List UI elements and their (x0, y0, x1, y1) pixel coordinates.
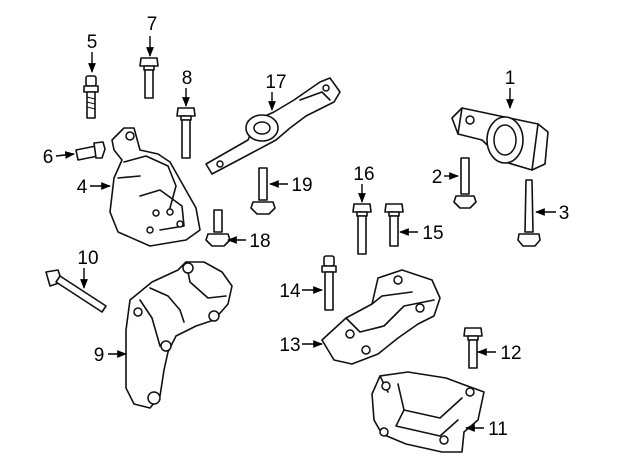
part-19-flange-bolt[interactable] (250, 167, 276, 215)
callout-13: 13 (279, 335, 300, 356)
part-1-bracket-mount[interactable] (451, 107, 549, 171)
callout-2: 2 (432, 167, 443, 188)
part-3-long-bolt[interactable] (517, 179, 541, 247)
part-11-transmission-mount[interactable] (371, 371, 485, 453)
part-8-bolt[interactable] (176, 107, 196, 159)
part-6-short-bolt[interactable] (75, 141, 106, 161)
callout-15: 15 (422, 223, 443, 244)
callout-6: 6 (43, 147, 54, 168)
part-5-stud[interactable] (83, 75, 99, 119)
callout-8: 8 (182, 68, 193, 89)
callout-labels: 1 2 3 4 5 6 7 8 9 10 11 12 13 14 15 16 1… (43, 14, 570, 440)
part-2-flange-bolt[interactable] (453, 157, 477, 209)
part-15-bolt[interactable] (384, 203, 404, 247)
part-16-bolt[interactable] (352, 203, 372, 255)
callout-18: 18 (249, 231, 270, 252)
leader-lines (55, 36, 556, 432)
callout-5: 5 (87, 32, 98, 53)
callout-4: 4 (77, 177, 88, 198)
part-4-engine-mount[interactable] (109, 127, 201, 247)
part-9-mount-bracket[interactable] (125, 261, 233, 409)
callout-10: 10 (77, 248, 98, 269)
part-7-bolt[interactable] (139, 57, 159, 99)
callout-17: 17 (265, 72, 286, 93)
callout-9: 9 (94, 345, 105, 366)
callout-19: 19 (291, 175, 312, 196)
callout-1: 1 (505, 68, 516, 89)
callout-11: 11 (488, 419, 508, 440)
part-13-support-bracket[interactable] (321, 269, 441, 365)
part-10-long-bolt[interactable] (45, 269, 107, 313)
callout-16: 16 (353, 164, 374, 185)
callout-7: 7 (147, 14, 158, 35)
callout-3: 3 (559, 203, 570, 224)
part-12-bolt[interactable] (463, 327, 483, 369)
part-18-flange-bolt[interactable] (205, 209, 231, 247)
callout-14: 14 (279, 281, 301, 302)
part-14-stud[interactable] (321, 255, 337, 311)
part-17-torque-strut[interactable] (205, 77, 341, 175)
callout-12: 12 (500, 343, 521, 364)
